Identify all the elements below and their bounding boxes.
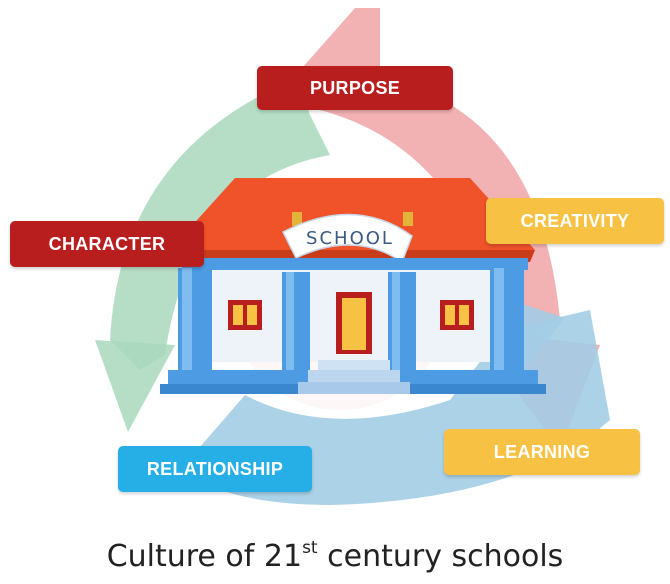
caption-post: century schools (317, 539, 564, 574)
character-label: CHARACTER (10, 221, 204, 267)
learning-label: LEARNING (444, 429, 640, 475)
relationship-label: RELATIONSHIP (118, 446, 312, 492)
creativity-label: CREATIVITY (486, 198, 664, 244)
caption-pre: Culture of 21 (106, 539, 303, 574)
school-building-icon: SCHOOL (160, 178, 546, 394)
school-sign-text: SCHOOL (306, 228, 394, 249)
caption: Culture of 21st century schools (0, 538, 670, 574)
green-arrow-head (95, 340, 175, 432)
green-cycle-arrow (110, 78, 330, 370)
caption-superscript: st (302, 538, 318, 558)
purpose-label: PURPOSE (257, 66, 453, 110)
